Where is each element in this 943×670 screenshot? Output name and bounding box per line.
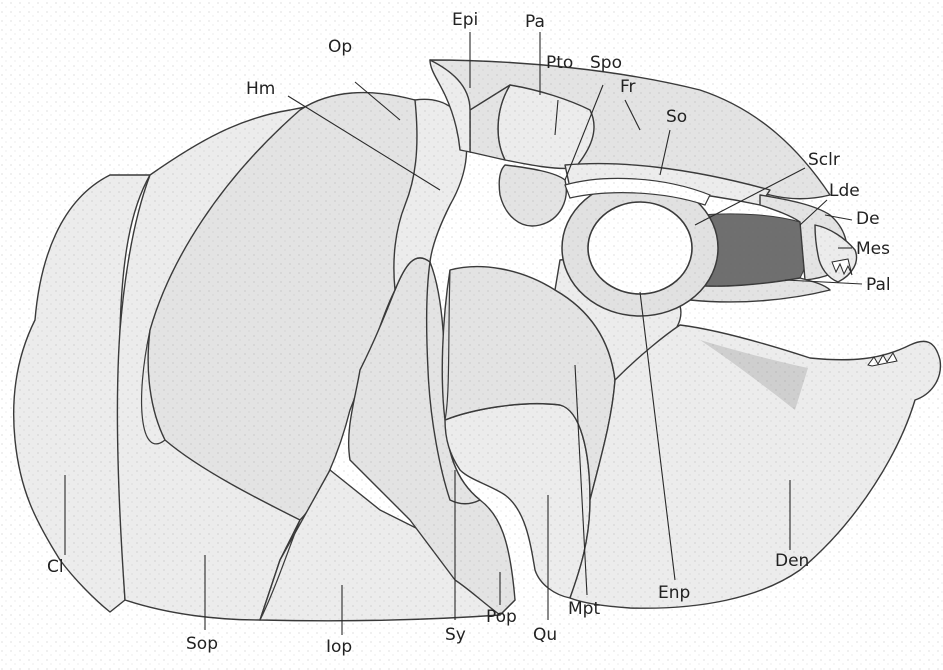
label-hm: Hm [246,79,275,99]
label-mpt: Mpt [568,599,600,619]
label-so: So [666,107,687,127]
label-cl: Cl [47,557,64,577]
label-mes: Mes [856,239,890,259]
label-sop: Sop [186,634,218,654]
label-epi: Epi [452,10,478,30]
label-den: Den [775,551,809,571]
label-de: De [856,209,880,229]
label-pa: Pa [525,12,545,32]
label-iop: Iop [326,637,352,657]
label-sy: Sy [445,625,466,645]
label-sclr: Sclr [808,150,840,170]
label-pto: Pto [546,53,573,73]
label-lde: Lde [829,181,860,201]
label-pop: Pop [486,607,517,627]
label-enp: Enp [658,583,690,603]
label-qu: Qu [533,625,557,645]
label-op: Op [328,37,352,57]
label-fr: Fr [620,77,636,97]
label-pal: Pal [866,275,891,295]
label-spo: Spo [590,53,622,73]
